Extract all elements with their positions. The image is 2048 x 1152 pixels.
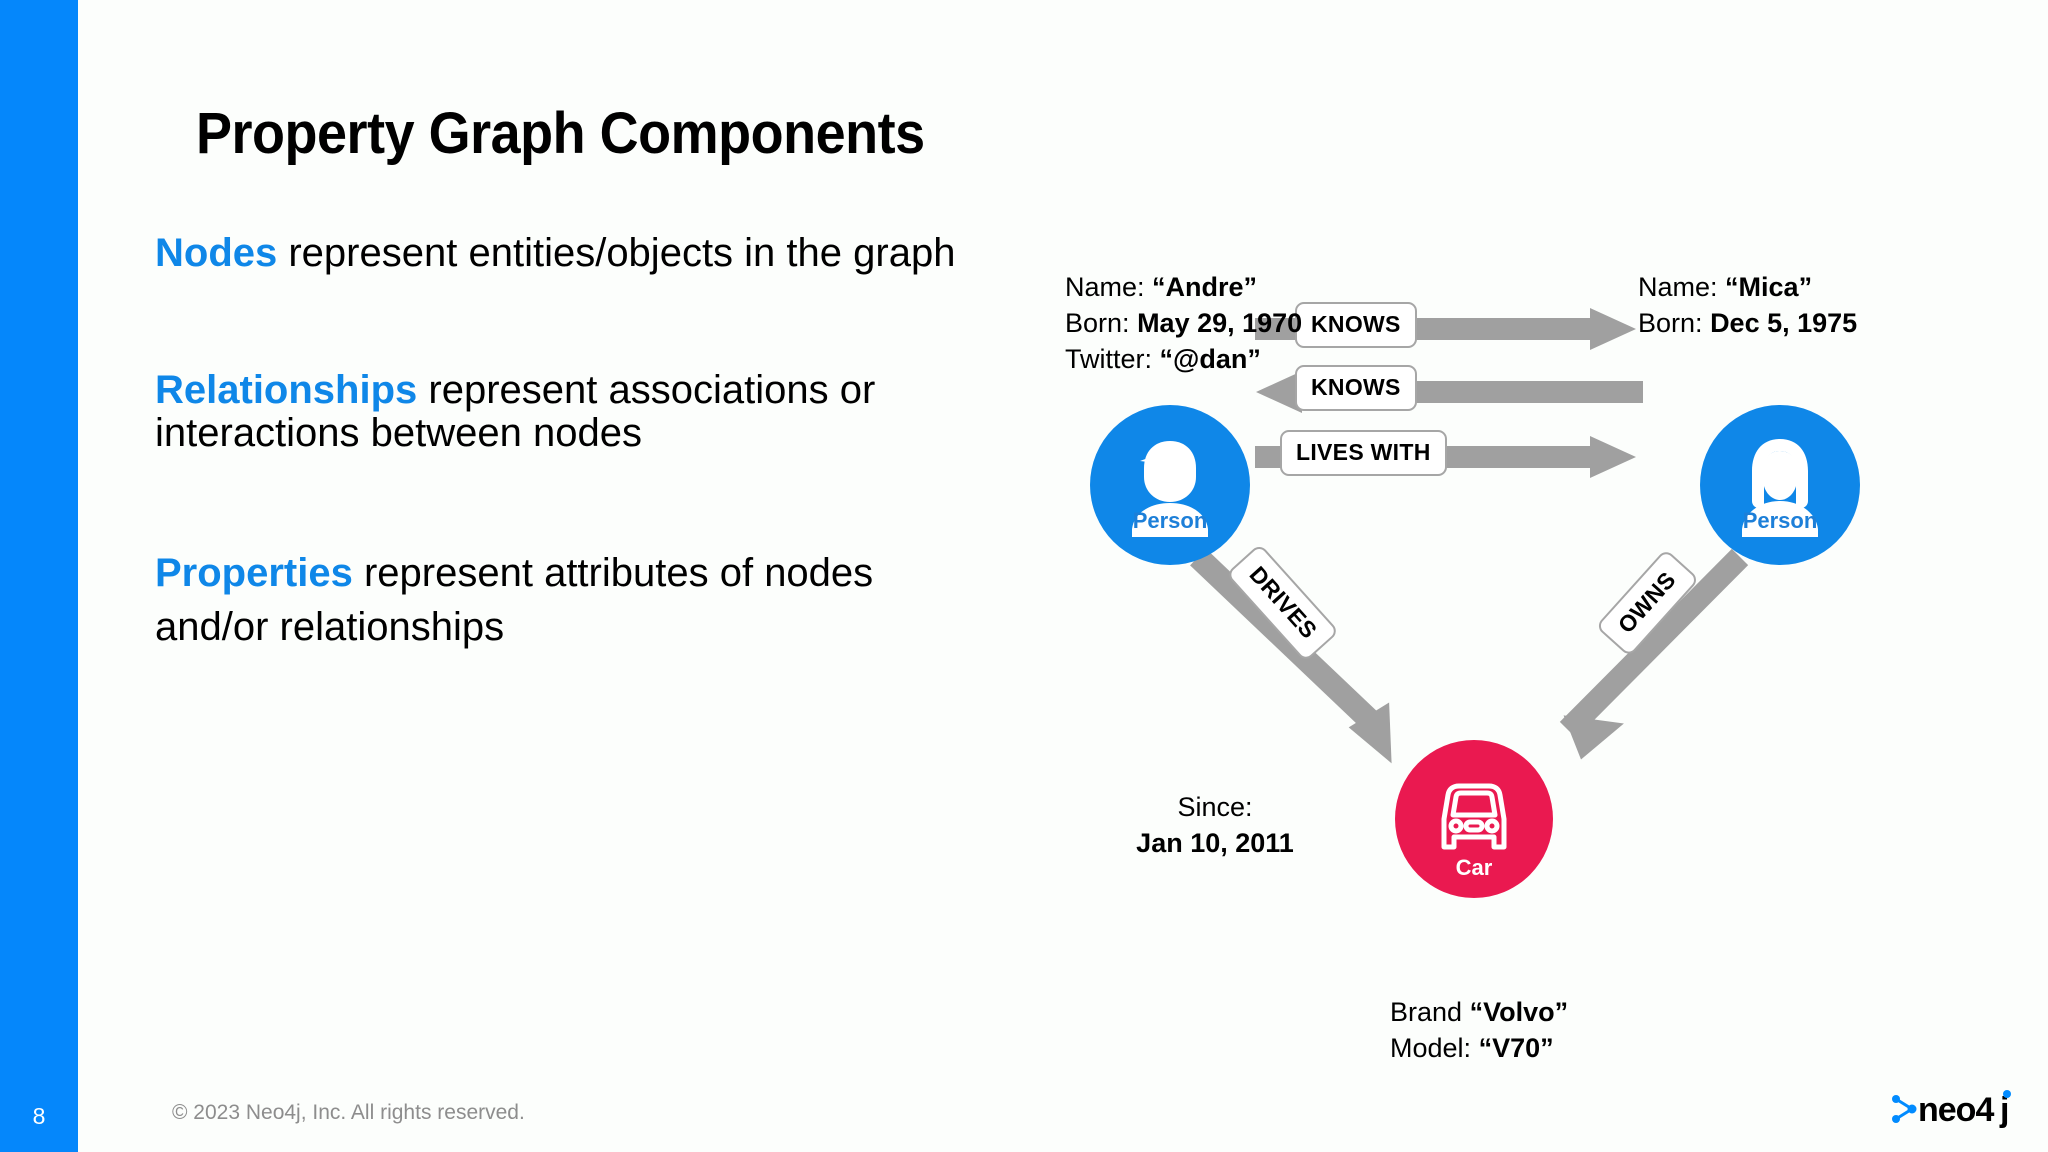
bullet-text-relationships: represent associations or interactions b…: [155, 367, 876, 455]
svg-text:neo4: neo4: [1918, 1091, 1994, 1129]
page-number: 8: [32, 1103, 46, 1129]
bullet-keyword-properties: Properties: [155, 551, 353, 596]
property-key: Born:: [1065, 307, 1130, 338]
property-value: Dec 5, 1975: [1710, 307, 1858, 338]
property-key: Born:: [1638, 307, 1703, 338]
relationship-label-knows-2[interactable]: KNOWS: [1295, 365, 1417, 411]
property-value: “Andre”: [1152, 272, 1258, 302]
property-value: May 29, 1970: [1137, 307, 1303, 338]
graph-node-person-mica[interactable]: Person: [1700, 405, 1860, 565]
relationship-label-lives-with[interactable]: LIVES WITH: [1280, 430, 1447, 476]
svg-text:j: j: [1999, 1091, 2009, 1129]
arrow-drives: [1190, 548, 1392, 764]
bullet-item-relationships: Relationships represent associations or …: [155, 367, 965, 455]
page-title: Property Graph Components: [196, 101, 925, 166]
neo4j-logo: neo4 j: [1888, 1085, 2028, 1135]
bullet-item-nodes: Nodes represent entities/objects in the …: [155, 232, 965, 275]
bullet-item-properties: Properties represent attributes of nodes…: [155, 546, 965, 654]
copyright-text: © 2023 Neo4j, Inc. All rights reserved.: [172, 1101, 525, 1124]
bullet-list: Nodes represent entities/objects in the …: [155, 232, 965, 654]
bullet-keyword-relationships: Relationships: [155, 367, 418, 412]
property-row: Brand “Volvo”: [1390, 995, 1568, 1031]
bullet-text-properties: represent attributes of nodes and/or rel…: [155, 551, 874, 650]
property-row: Born: Dec 5, 1975: [1638, 306, 1857, 342]
property-value: “@dan”: [1159, 343, 1261, 374]
property-key: Model:: [1390, 1032, 1472, 1063]
property-row: Born: May 29, 1970: [1065, 306, 1302, 342]
property-key: Name:: [1065, 272, 1145, 302]
relationship-label-drives[interactable]: DRIVES: [1225, 543, 1340, 663]
property-row: Name: “Mica”: [1638, 270, 1857, 306]
property-value: “Mica”: [1725, 272, 1813, 302]
node-label-person-andre: Person: [1132, 508, 1208, 533]
node-label-car: Car: [1455, 855, 1493, 880]
property-row: Model: “V70”: [1390, 1031, 1568, 1067]
bullet-keyword-nodes: Nodes: [155, 231, 278, 275]
property-key: Name:: [1638, 272, 1718, 302]
relationship-label-knows-1[interactable]: KNOWS: [1295, 302, 1417, 348]
neo4j-logo-icon: neo4 j: [1892, 1090, 2011, 1129]
property-row: Twitter: “@dan”: [1065, 342, 1302, 378]
property-value: “Volvo”: [1469, 997, 1569, 1027]
node-properties-car: Brand “Volvo” Model: “V70”: [1390, 995, 1568, 1067]
person-male-icon: [1132, 441, 1208, 537]
node-label-person-mica: Person: [1742, 508, 1818, 533]
car-icon: [1441, 783, 1507, 850]
bullet-text-nodes: represent entities/objects in the graph: [277, 231, 956, 275]
relationship-label-owns[interactable]: OWNS: [1595, 548, 1700, 658]
property-key: Since:: [1177, 792, 1253, 822]
person-female-icon: [1742, 439, 1818, 537]
node-properties-mica: Name: “Mica” Born: Dec 5, 1975: [1638, 270, 1857, 342]
graph-node-car[interactable]: Car: [1395, 740, 1553, 898]
property-graph-diagram: Person Person Car KNOWS KNOWS LIVES WITH…: [1040, 250, 2000, 1070]
graph-node-person-andre[interactable]: Person: [1090, 405, 1250, 565]
relationship-properties-drives: Since: Jan 10, 2011: [1120, 790, 1310, 862]
left-accent-bar: [0, 0, 78, 1152]
property-key: Brand: [1390, 997, 1463, 1027]
property-value: Jan 10, 2011: [1136, 827, 1294, 858]
property-key: Twitter:: [1065, 343, 1153, 374]
property-value: “V70”: [1478, 1032, 1554, 1063]
property-row: Name: “Andre”: [1065, 270, 1302, 306]
node-properties-andre: Name: “Andre” Born: May 29, 1970 Twitter…: [1065, 270, 1302, 378]
